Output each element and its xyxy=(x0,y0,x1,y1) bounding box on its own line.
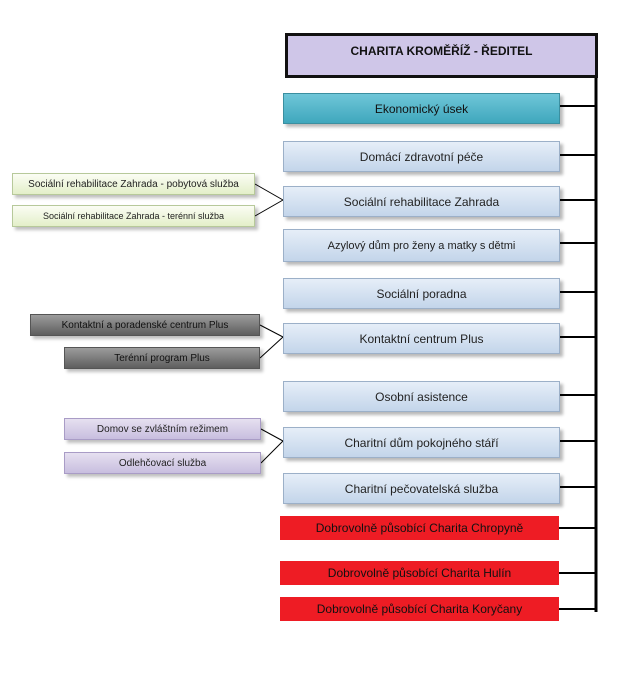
sub-special-regime-home: Domov se zvláštním režimem xyxy=(64,418,261,440)
unit-volunteer-hulin: Dobrovolně působící Charita Hulín xyxy=(280,561,559,585)
unit-label: Charitní pečovatelská služba xyxy=(344,481,499,496)
unit-label: Dobrovolně působící Charita Chropyně xyxy=(315,521,524,535)
unit-zahrada: Sociální rehabilitace Zahrada xyxy=(283,186,560,217)
sub-zahrada-field: Sociální rehabilitace Zahrada - terénní … xyxy=(12,205,255,227)
unit-label: Azylový dům pro ženy a matky s dětmi xyxy=(327,239,516,252)
director-label: CHARITA KROMĚŘÍŽ - ŘEDITEL xyxy=(350,44,533,58)
unit-counselling: Sociální poradna xyxy=(283,278,560,309)
sub-zahrada-residential: Sociální rehabilitace Zahrada - pobytová… xyxy=(12,173,255,195)
unit-label: Osobní asistence xyxy=(375,389,468,404)
unit-label: Kontaktní centrum Plus xyxy=(359,331,484,346)
unit-label: Charitní dům pokojného stáří xyxy=(344,435,499,450)
unit-assistance: Osobní asistence xyxy=(283,381,560,412)
unit-contact: Kontaktní centrum Plus xyxy=(283,323,560,354)
sub-respite-service: Odlehčovací služba xyxy=(64,452,261,474)
unit-home-care: Domácí zdravotní péče xyxy=(283,141,560,172)
fan-house-1 xyxy=(260,428,284,442)
sub-label: Odlehčovací služba xyxy=(118,457,207,469)
fan-zahrada-2 xyxy=(254,199,284,217)
unit-label: Domácí zdravotní péče xyxy=(359,149,484,164)
unit-volunteer-chropyne: Dobrovolně působící Charita Chropyně xyxy=(280,516,559,540)
sub-field-program: Terénní program Plus xyxy=(64,347,260,369)
unit-volunteer-korycany: Dobrovolně působící Charita Koryčany xyxy=(280,597,559,621)
sub-label: Sociální rehabilitace Zahrada - pobytová… xyxy=(28,178,239,190)
unit-nursing: Charitní pečovatelská služba xyxy=(283,473,560,504)
unit-label: Dobrovolně působící Charita Hulín xyxy=(327,566,512,580)
unit-label: Sociální poradna xyxy=(376,286,467,301)
sub-contact-centre: Kontaktní a poradenské centrum Plus xyxy=(30,314,260,336)
sub-label: Kontaktní a poradenské centrum Plus xyxy=(61,319,229,331)
fan-zahrada-1 xyxy=(254,183,284,201)
sub-label: Domov se zvláštním režimem xyxy=(96,423,229,435)
unit-label: Ekonomický úsek xyxy=(374,101,469,116)
unit-label: Sociální rehabilitace Zahrada xyxy=(343,194,500,209)
unit-economic: Ekonomický úsek xyxy=(283,93,560,124)
fan-contact-1 xyxy=(259,324,284,338)
director-box: CHARITA KROMĚŘÍŽ - ŘEDITEL xyxy=(285,33,598,78)
unit-asylum: Azylový dům pro ženy a matky s dětmi xyxy=(283,229,560,262)
fan-contact-2 xyxy=(259,336,284,359)
sub-label: Sociální rehabilitace Zahrada - terénní … xyxy=(42,211,225,221)
sub-label: Terénní program Plus xyxy=(114,352,210,364)
fan-house-2 xyxy=(260,440,284,464)
unit-label: Dobrovolně působící Charita Koryčany xyxy=(316,602,523,616)
unit-house: Charitní dům pokojného stáří xyxy=(283,427,560,458)
